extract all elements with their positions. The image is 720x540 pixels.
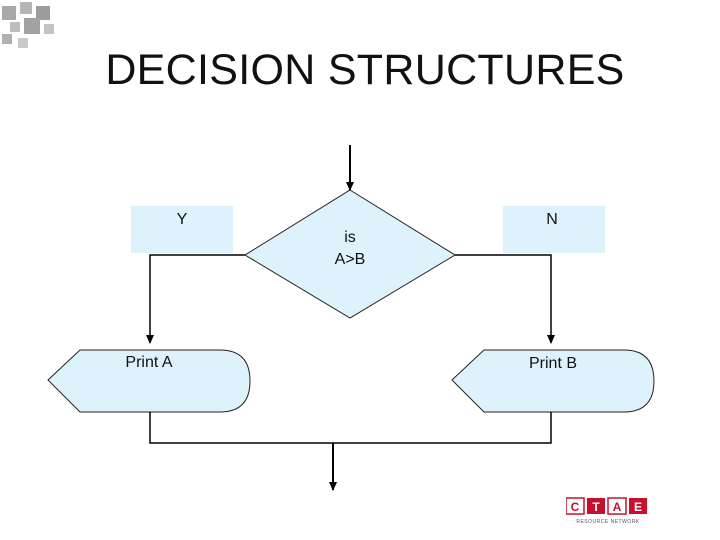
print-a-label: Print A: [125, 354, 173, 371]
decision-label-line1: is: [344, 229, 356, 246]
svg-text:C: C: [571, 500, 580, 514]
print-b-label: Print B: [528, 355, 577, 372]
svg-text:A: A: [613, 500, 622, 514]
svg-text:T: T: [592, 500, 600, 514]
print-b-shape: [451, 349, 655, 413]
corner-squares-decoration: [2, 2, 54, 48]
no-branch-line: [455, 254, 555, 344]
ctae-logo: C T A E RESOURCE NETWORK: [566, 497, 647, 525]
decision-diamond: [244, 189, 456, 319]
no-label-box: [503, 206, 605, 253]
yes-branch-line: [146, 254, 245, 344]
slide-title: DECISION STRUCTURES: [105, 46, 625, 94]
decision-label-line2: A>B: [334, 251, 366, 268]
svg-text:RESOURCE NETWORK: RESOURCE NETWORK: [576, 519, 639, 525]
yes-label-box: [131, 206, 233, 253]
print-a-shape: [47, 349, 251, 413]
yes-label: Y: [176, 211, 188, 228]
merge-line: [149, 412, 552, 444]
svg-text:E: E: [634, 500, 642, 514]
no-label: N: [546, 211, 558, 228]
